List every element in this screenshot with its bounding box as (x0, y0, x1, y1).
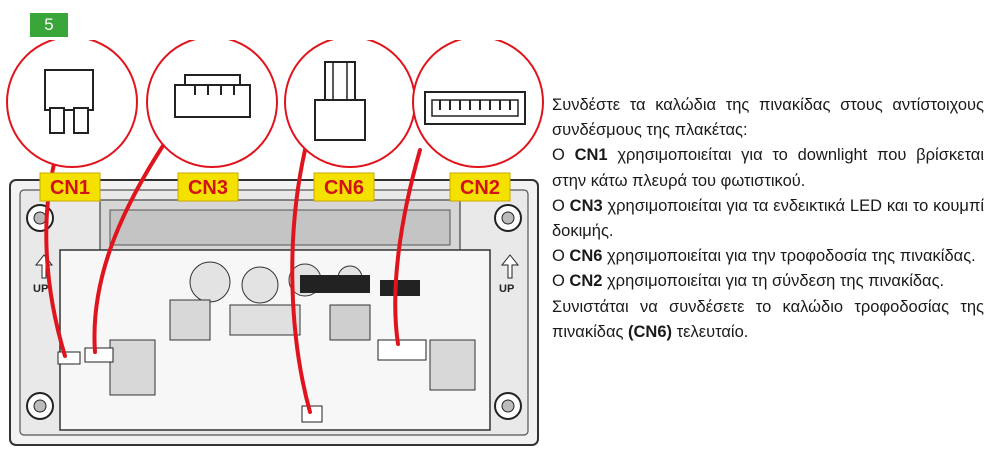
svg-text:CN2: CN2 (460, 177, 500, 199)
corner-screw-br (494, 392, 522, 420)
svg-text:CN6: CN6 (324, 177, 364, 199)
cn2-description: Ο CN2 χρησιμοποιείται για τη σύνδεση της… (552, 272, 945, 291)
cn6-board-connector[interactable] (301, 405, 323, 423)
connection-diagram: UP UP (6, 40, 544, 446)
svg-text:UP: UP (33, 283, 48, 295)
cn3-board-connector[interactable] (84, 347, 114, 363)
corner-screw-tr (494, 204, 522, 232)
svg-text:CN1: CN1 (50, 177, 90, 199)
cn3-zoom-circle (146, 40, 278, 168)
cn1-zoom-circle (6, 40, 138, 168)
cn6-label: CN6 (313, 172, 375, 202)
corner-screw-bl (26, 392, 54, 420)
step-number-badge: 5 (30, 13, 68, 37)
cn3-description: Ο CN3 χρησιμοποιείται για τα ενδεικτικά … (552, 196, 984, 241)
svg-text:UP: UP (499, 283, 514, 295)
cn1-label: CN1 (39, 172, 101, 202)
cn2-board-connector[interactable] (377, 339, 427, 361)
intro-paragraph: Συνδέστε τα καλώδια της πινακίδας στους … (552, 96, 984, 140)
cn1-description: Ο CN1 χρησιμοποιείται για το downlight π… (552, 146, 984, 190)
cn2-label: CN2 (449, 172, 511, 202)
up-arrow-icon: UP (499, 254, 520, 295)
cn2-zoom-circle (412, 40, 544, 168)
cn6-zoom-circle (284, 40, 416, 168)
cn6-description: Ο CN6 χρησιμοποιείται για την τροφοδοσία… (552, 247, 976, 266)
recommendation-note: Συνιστάται να συνδέσετε το καλώδιο τροφο… (552, 297, 984, 341)
cn3-label: CN3 (177, 172, 239, 202)
instructions-text: Συνδέστε τα καλώδια της πινακίδας στους … (552, 93, 984, 345)
svg-text:CN3: CN3 (188, 177, 228, 199)
cn1-board-connector[interactable] (57, 351, 81, 365)
